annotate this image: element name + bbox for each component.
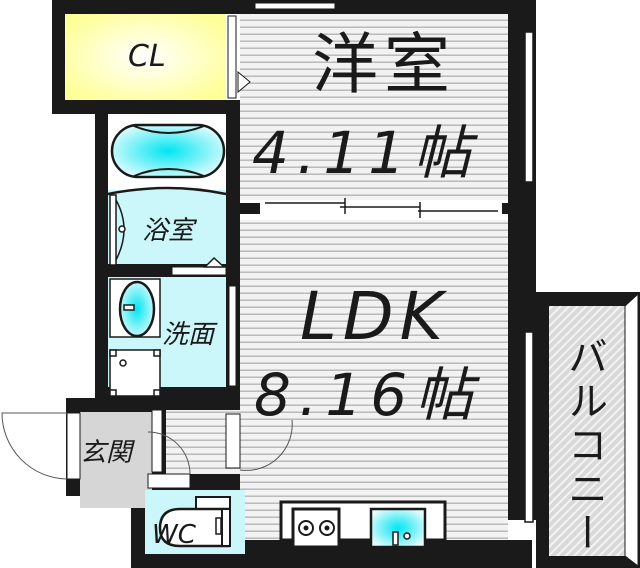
entrance-floor	[80, 412, 152, 508]
kitchen-sink-icon	[369, 507, 427, 549]
closet-floor	[65, 14, 226, 100]
toilet-icon	[158, 496, 231, 548]
ldk-label: LDK	[300, 278, 449, 355]
gas-stove-icon	[291, 507, 341, 549]
balcony-floor	[549, 306, 625, 556]
bathtub-icon	[110, 123, 226, 179]
ldk-size: 8.16帖	[254, 361, 482, 429]
entrance-label: 玄関	[80, 438, 133, 468]
closet-label: CL	[128, 39, 166, 74]
washbasin-icon	[109, 278, 161, 338]
western-room-floor	[240, 14, 508, 200]
bathroom-label: 浴室	[142, 216, 195, 246]
balcony-label: バルコニー	[561, 336, 607, 556]
doors-windows	[1, 2, 534, 523]
western-room-size: 4.11帖	[252, 119, 480, 187]
toilet-label: WC	[152, 520, 196, 550]
ldk-floor	[240, 220, 508, 540]
washing-machine-pan-icon	[109, 349, 161, 397]
western-room-label: 洋室	[312, 26, 456, 103]
washroom-label: 洗面	[162, 320, 215, 350]
